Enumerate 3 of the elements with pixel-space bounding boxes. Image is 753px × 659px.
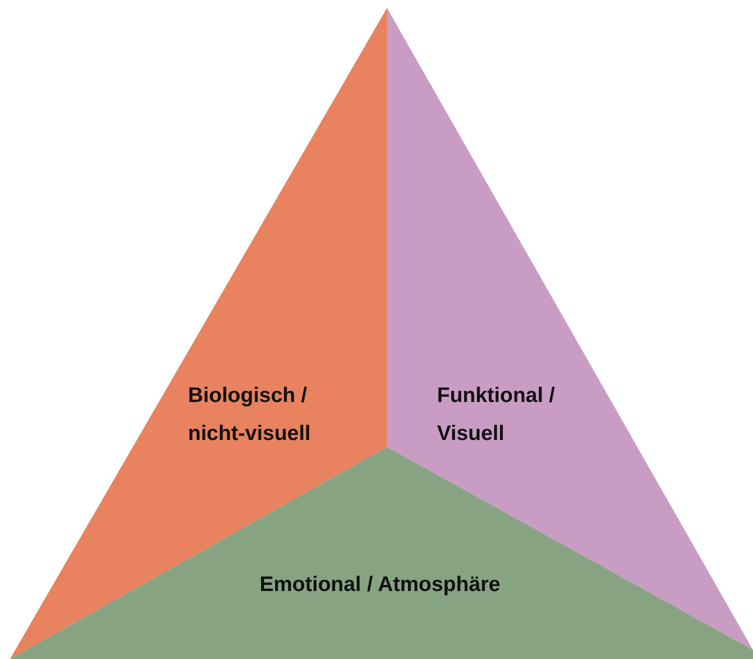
segment-label: Funktional / Visuell (437, 383, 556, 447)
segment-label: Biologisch / nicht-visuell (188, 383, 312, 447)
segment-label: Emotional / Atmosphäre (258, 572, 502, 598)
